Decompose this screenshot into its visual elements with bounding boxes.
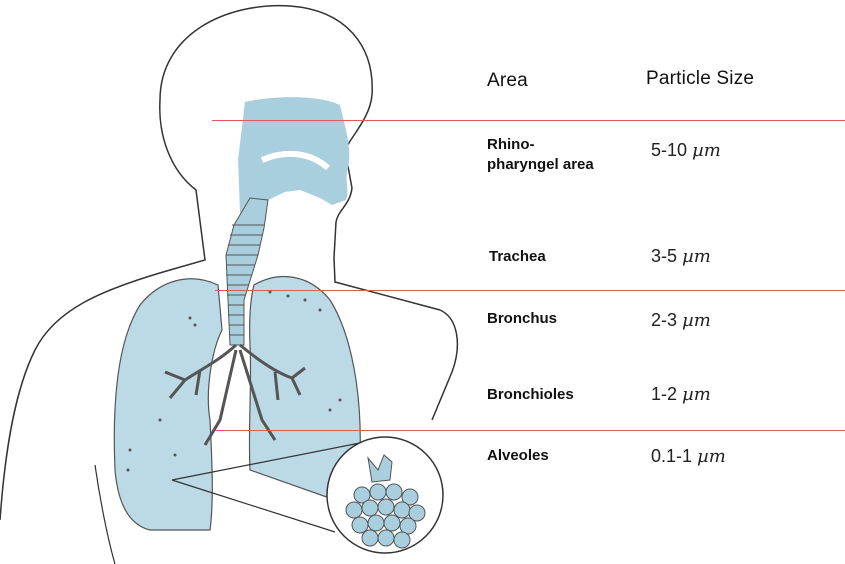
area-bronchioles: Bronchioles [487, 385, 574, 405]
divider-bronchioles [215, 430, 845, 431]
size-trachea: 3-5 µm [651, 246, 711, 267]
area-alveoles: Alveoles [487, 446, 549, 466]
left-lung [114, 279, 222, 530]
arm-outline [95, 465, 115, 564]
divider-nasal [212, 120, 845, 121]
size-rhinopharyngeal: 5-10 µm [651, 140, 721, 161]
area-bronchus: Bronchus [487, 309, 557, 329]
size-alveoles: 0.1-1 µm [651, 446, 726, 467]
divider-lungs-top [215, 290, 845, 291]
header-area: Area [487, 70, 528, 92]
size-bronchioles: 1-2 µm [651, 384, 711, 405]
header-particle-size: Particle Size [646, 68, 754, 90]
area-rhinopharyngeal: Rhino- pharyngel area [487, 135, 594, 175]
size-bronchus: 2-3 µm [651, 310, 711, 331]
area-trachea: Trachea [489, 247, 546, 267]
